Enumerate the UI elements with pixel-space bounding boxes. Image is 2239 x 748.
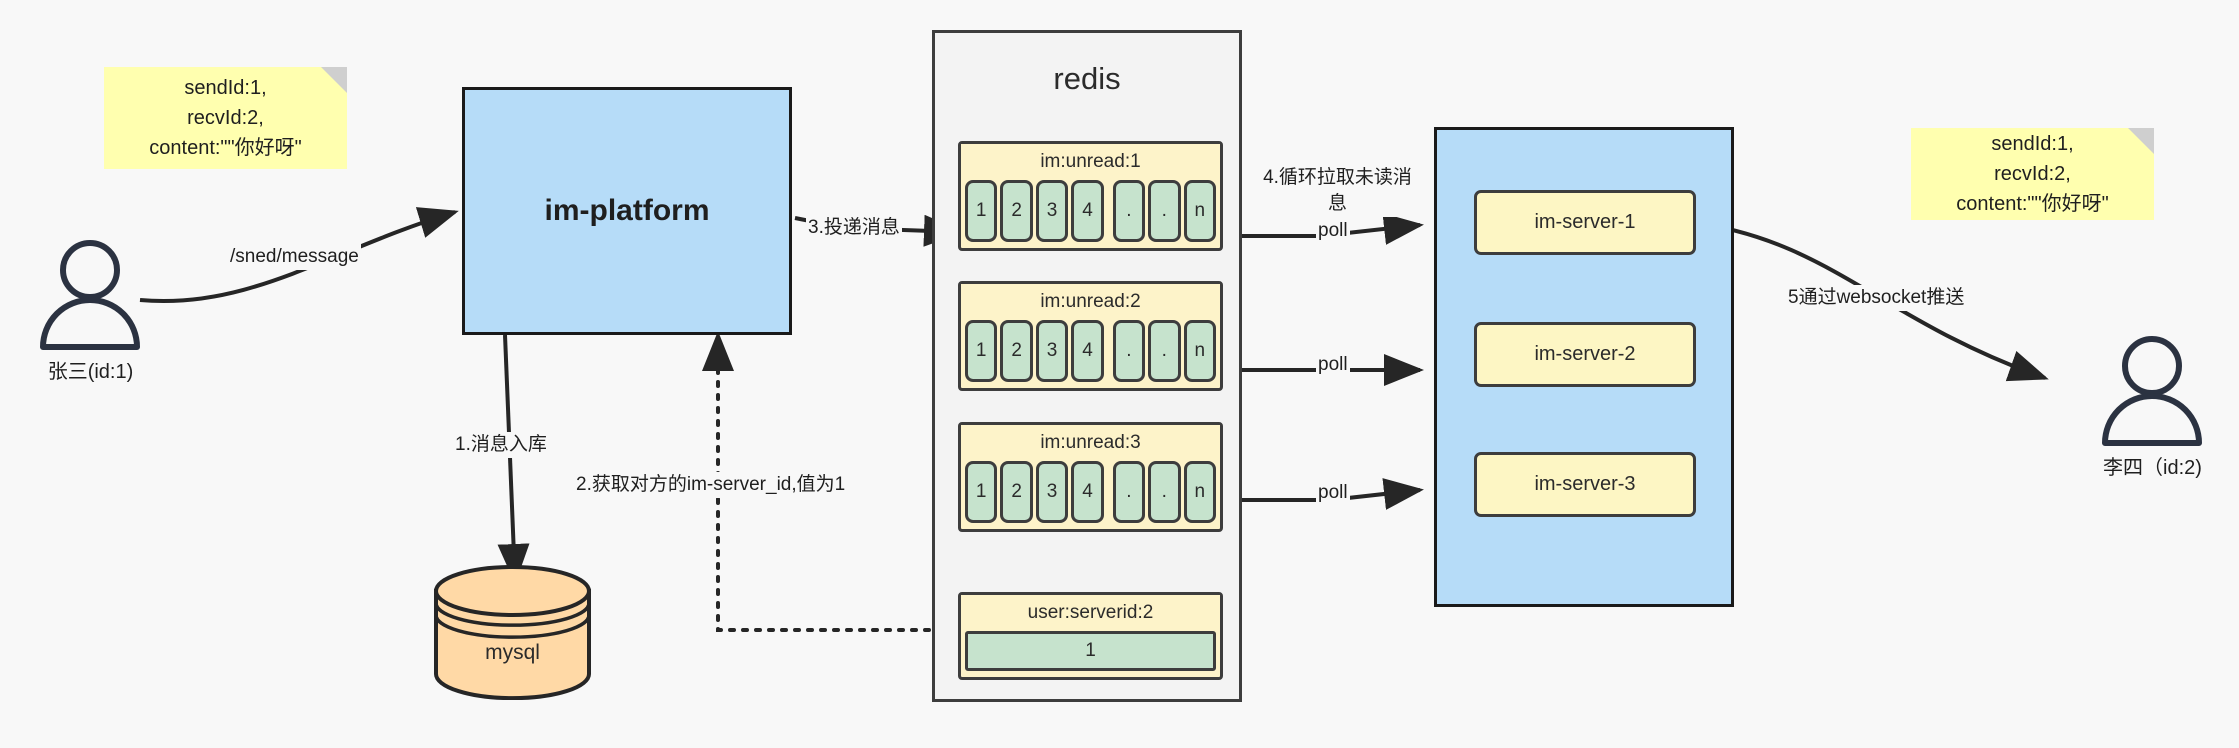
im-server-1-label: im-server-1 bbox=[1534, 211, 1636, 233]
actor-sender: 张三(id:1) bbox=[33, 237, 148, 383]
redis-key-cells: 1 2 3 4 . . n bbox=[961, 461, 1220, 527]
redis-key-name: im:unread:3 bbox=[961, 425, 1220, 461]
note-left-message-payload: sendId:1, recvId:2, content:""你好呀" bbox=[104, 67, 347, 169]
note-right-message-payload: sendId:1, recvId:2, content:""你好呀" bbox=[1911, 128, 2154, 220]
redis-cell: 3 bbox=[1035, 320, 1069, 382]
im-server-1-box[interactable]: im-server-1 bbox=[1474, 190, 1696, 255]
note-right-text: sendId:1, recvId:2, content:""你好呀" bbox=[1956, 133, 2109, 215]
im-platform-box[interactable]: im-platform bbox=[462, 87, 792, 335]
redis-cell: n bbox=[1183, 180, 1216, 242]
redis-key-name: im:unread:2 bbox=[961, 284, 1220, 320]
mysql-database[interactable]: mysql bbox=[430, 565, 595, 701]
redis-key-im-unread-3[interactable]: im:unread:3 1 2 3 4 . . n bbox=[958, 422, 1223, 532]
redis-key-cells: 1 2 3 4 . . n bbox=[961, 320, 1220, 386]
redis-key-user-serverid-2[interactable]: user:serverid:2 1 bbox=[958, 592, 1223, 680]
redis-key-im-unread-2[interactable]: im:unread:2 1 2 3 4 . . n bbox=[958, 281, 1223, 391]
redis-cell: n bbox=[1183, 461, 1216, 523]
redis-cell: . bbox=[1112, 461, 1146, 523]
redis-cell: 3 bbox=[1035, 461, 1069, 523]
redis-key-name: user:serverid:2 bbox=[961, 595, 1220, 631]
actor-sender-label: 张三(id:1) bbox=[47, 361, 134, 383]
edge-label-send-message: /sned/message bbox=[228, 244, 361, 270]
redis-title: redis bbox=[1053, 61, 1121, 96]
person-icon bbox=[40, 240, 140, 350]
person-icon bbox=[2102, 336, 2202, 446]
edge-label-step1: 1.消息入库 bbox=[453, 432, 549, 458]
im-server-3-label: im-server-3 bbox=[1534, 473, 1636, 495]
im-server-2-label: im-server-2 bbox=[1534, 343, 1636, 365]
edge-label-poll-1: poll bbox=[1316, 218, 1350, 244]
redis-cell: 4 bbox=[1071, 320, 1104, 382]
edge-label-step4: 4.循环拉取未读消 息 bbox=[1253, 165, 1422, 217]
note-left-text: sendId:1, recvId:2, content:""你好呀" bbox=[149, 77, 302, 159]
im-server-3-box[interactable]: im-server-3 bbox=[1474, 452, 1696, 517]
redis-cell: . bbox=[1112, 180, 1146, 242]
note-fold-icon bbox=[321, 67, 347, 93]
redis-cell: 2 bbox=[1000, 461, 1033, 523]
redis-cell: . bbox=[1112, 320, 1146, 382]
mysql-label: mysql bbox=[485, 640, 540, 664]
edge-label-poll-2: poll bbox=[1316, 352, 1350, 378]
note-fold-icon bbox=[2128, 128, 2154, 154]
redis-cell: 2 bbox=[1000, 320, 1033, 382]
actor-receiver-label: 李四（id:2) bbox=[2103, 457, 2202, 479]
database-cylinder-icon bbox=[434, 565, 591, 701]
redis-key-cells: 1 2 3 4 . . n bbox=[961, 180, 1220, 246]
im-server-2-box[interactable]: im-server-2 bbox=[1474, 322, 1696, 387]
redis-cell: . bbox=[1148, 180, 1181, 242]
actor-receiver: 李四（id:2) bbox=[2095, 333, 2210, 479]
redis-cell: 2 bbox=[1000, 180, 1033, 242]
redis-cell: 4 bbox=[1071, 461, 1104, 523]
edge-label-step3: 3.投递消息 bbox=[806, 215, 902, 241]
redis-cell: n bbox=[1183, 320, 1216, 382]
redis-cell: 4 bbox=[1071, 180, 1104, 242]
redis-cell: 1 bbox=[965, 320, 998, 382]
edge-label-poll-3: poll bbox=[1316, 480, 1350, 506]
redis-key-name: im:unread:1 bbox=[961, 144, 1220, 180]
edge-label-step2: 2.获取对方的im-server_id,值为1 bbox=[574, 472, 848, 498]
redis-cell: 1 bbox=[965, 180, 998, 242]
redis-key-im-unread-1[interactable]: im:unread:1 1 2 3 4 . . n bbox=[958, 141, 1223, 251]
redis-cell: . bbox=[1148, 320, 1181, 382]
redis-cell: . bbox=[1148, 461, 1181, 523]
im-platform-label: im-platform bbox=[544, 194, 710, 227]
redis-cell: 3 bbox=[1035, 180, 1069, 242]
redis-cell: 1 bbox=[965, 461, 998, 523]
redis-key-value: 1 bbox=[965, 631, 1216, 671]
edge-label-step5: 5通过websocket推送 bbox=[1786, 285, 1967, 311]
